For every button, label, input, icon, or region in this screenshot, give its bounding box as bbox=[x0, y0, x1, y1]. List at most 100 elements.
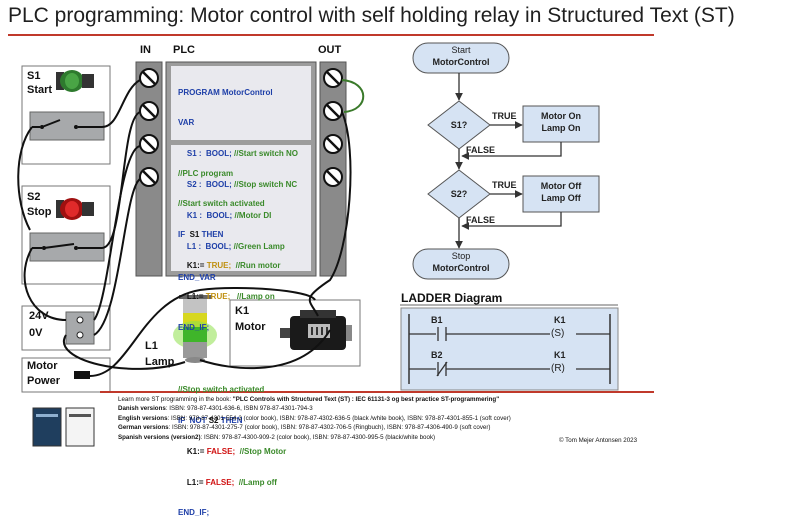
footer-spanish-isbn: : ISBN: 978-87-4300-909-2 (color book), … bbox=[200, 433, 436, 441]
k1-label: K1 bbox=[235, 305, 250, 317]
code-assign-k1-1: K1:= bbox=[186, 261, 205, 271]
flow-process-2-line-2: Lamp Off bbox=[541, 193, 581, 203]
footer-info: Learn more ST programming in the book: "… bbox=[118, 395, 511, 442]
flow-process-motor-on bbox=[522, 105, 600, 143]
footer-danish-label: Danish versions bbox=[118, 405, 166, 413]
power-supply-panel bbox=[21, 305, 111, 351]
ladder-coil-reset: (R) bbox=[551, 363, 565, 374]
in-terminal-block bbox=[135, 61, 163, 277]
s1-switch-panel bbox=[21, 65, 111, 165]
s1-label: S1 bbox=[27, 70, 41, 82]
title-rule bbox=[8, 34, 654, 36]
program-block bbox=[171, 145, 311, 271]
power-0v-label: 0V bbox=[29, 327, 43, 339]
page-title: PLC programming: Motor control with self… bbox=[8, 4, 735, 27]
code-comment-lamp-on: //Lamp on bbox=[236, 292, 275, 302]
footer-book-title: "PLC Controls with Structured Text (ST) … bbox=[232, 396, 500, 403]
code-false-2: FALSE; bbox=[205, 477, 235, 487]
code-decl-l1: L1 : BOOL; bbox=[186, 242, 232, 252]
flow-process-1-line-2: Lamp On bbox=[541, 123, 581, 133]
ladder-title: LADDER Diagram bbox=[401, 291, 503, 305]
code-decl-s2: S2 : BOOL; bbox=[186, 180, 232, 190]
code-assign-l1-2: L1:= bbox=[186, 477, 204, 487]
code-comment-lamp-off: //Lamp off bbox=[238, 477, 277, 487]
code-comment-s1: //Start switch NO bbox=[234, 149, 299, 159]
code-assign-k1-2: K1:= bbox=[186, 446, 205, 456]
in-label: IN bbox=[140, 44, 151, 56]
s1-sublabel: Start bbox=[27, 84, 53, 96]
var-block bbox=[171, 66, 311, 140]
footer-english-isbn: : ISBN: 978-87-4301-554-3 (color book), … bbox=[167, 414, 511, 422]
ladder-coil-k1-top: K1 bbox=[554, 315, 566, 325]
code-if-1: IF bbox=[178, 230, 186, 240]
flow-decision-s1-label: S1? bbox=[450, 120, 468, 130]
flow-process-1-line-1: Motor On bbox=[541, 111, 581, 121]
ladder-diagram bbox=[400, 304, 619, 391]
code-comment-stop: //Stop switch activated bbox=[178, 384, 265, 394]
plc-diagram bbox=[17, 42, 654, 447]
flow-start-node bbox=[412, 42, 510, 74]
code-program-block: //PLC program //Start switch activated I… bbox=[178, 148, 286, 529]
green-wire bbox=[341, 79, 365, 113]
flow-decision-s2-label: S2? bbox=[450, 189, 468, 199]
power-24v-label: 24V bbox=[29, 310, 49, 322]
footer-german-label: German versions bbox=[118, 424, 169, 432]
code-decl-s1: S1 : BOOL; bbox=[186, 149, 232, 159]
stop-button-icon bbox=[56, 198, 94, 220]
code-comment-l1: //Green Lamp bbox=[233, 242, 285, 252]
flowchart bbox=[412, 42, 600, 280]
s2-switch-panel bbox=[21, 185, 111, 285]
code-end-if-2: END_IF; bbox=[178, 508, 210, 518]
screw-terminal-icon bbox=[139, 68, 159, 187]
ladder-contact-b1: B1 bbox=[431, 315, 443, 325]
code-comment-k1: //Motor DI bbox=[234, 211, 272, 221]
footer-spanish-label: Spanish versions (version2) bbox=[118, 433, 201, 441]
ladder-contact-b2: B2 bbox=[431, 350, 443, 360]
code-not: NOT bbox=[189, 415, 207, 425]
code-true-1: TRUE; bbox=[206, 261, 232, 271]
code-comment-s2: //Stop switch NC bbox=[234, 180, 298, 190]
code-if-2: IF bbox=[178, 415, 186, 425]
k1-sublabel: Motor bbox=[235, 321, 266, 333]
copyright: © Tom Mejer Antonsen 2023 bbox=[559, 437, 638, 444]
code-end-if-1: END_IF; bbox=[178, 323, 210, 333]
code-comment-start: //Start switch activated bbox=[178, 199, 265, 209]
code-comment-run-motor: //Run motor bbox=[235, 261, 281, 271]
footer-line1-prefix: Learn more ST programming in the book: bbox=[118, 396, 233, 403]
s2-label: S2 bbox=[27, 191, 41, 203]
flow-true-1: TRUE bbox=[492, 111, 517, 121]
code-then-2: THEN bbox=[220, 415, 243, 425]
code-cond-s2: S2 bbox=[208, 415, 219, 425]
code-true-2: TRUE; bbox=[205, 292, 231, 302]
ladder-coil-k1-bottom: K1 bbox=[554, 350, 566, 360]
footer-english-label: English versions bbox=[118, 414, 168, 422]
code-assign-l1-1: L1:= bbox=[186, 292, 204, 302]
flow-stop-label: Stop bbox=[451, 251, 471, 261]
code-line-var: VAR bbox=[178, 118, 195, 128]
flow-start-label: Start bbox=[451, 45, 471, 55]
code-comment-stop-motor: //Stop Motor bbox=[239, 446, 287, 456]
flow-true-2: TRUE bbox=[492, 180, 517, 190]
code-false-1: FALSE; bbox=[206, 446, 236, 456]
code-line-end-var: END_VAR bbox=[178, 272, 216, 282]
flow-process-motor-off bbox=[522, 175, 600, 213]
flow-process-2-line-1: Motor Off bbox=[540, 181, 582, 191]
out-label: OUT bbox=[318, 44, 342, 56]
flow-start-label-2: MotorControl bbox=[432, 57, 490, 67]
code-cond-s1: S1 bbox=[189, 230, 200, 240]
code-then-1: THEN bbox=[201, 230, 224, 240]
flow-stop-label-2: MotorControl bbox=[432, 263, 490, 273]
motor-power-label-1: Motor bbox=[27, 360, 58, 372]
wiring bbox=[17, 79, 352, 377]
stack-lamp-icon bbox=[173, 295, 217, 363]
l1-label: L1 bbox=[145, 340, 158, 352]
s2-sublabel: Stop bbox=[27, 206, 52, 218]
flow-false-2: FALSE bbox=[466, 215, 496, 225]
code-decl-k1: K1 : BOOL; bbox=[186, 211, 233, 221]
book-cover-icon bbox=[32, 407, 95, 447]
flow-stop-node bbox=[412, 248, 510, 280]
motor-power-label-2: Power bbox=[27, 375, 61, 387]
start-button-icon bbox=[56, 70, 94, 92]
ladder-coil-set: (S) bbox=[551, 328, 565, 339]
out-terminal-block bbox=[319, 61, 347, 277]
